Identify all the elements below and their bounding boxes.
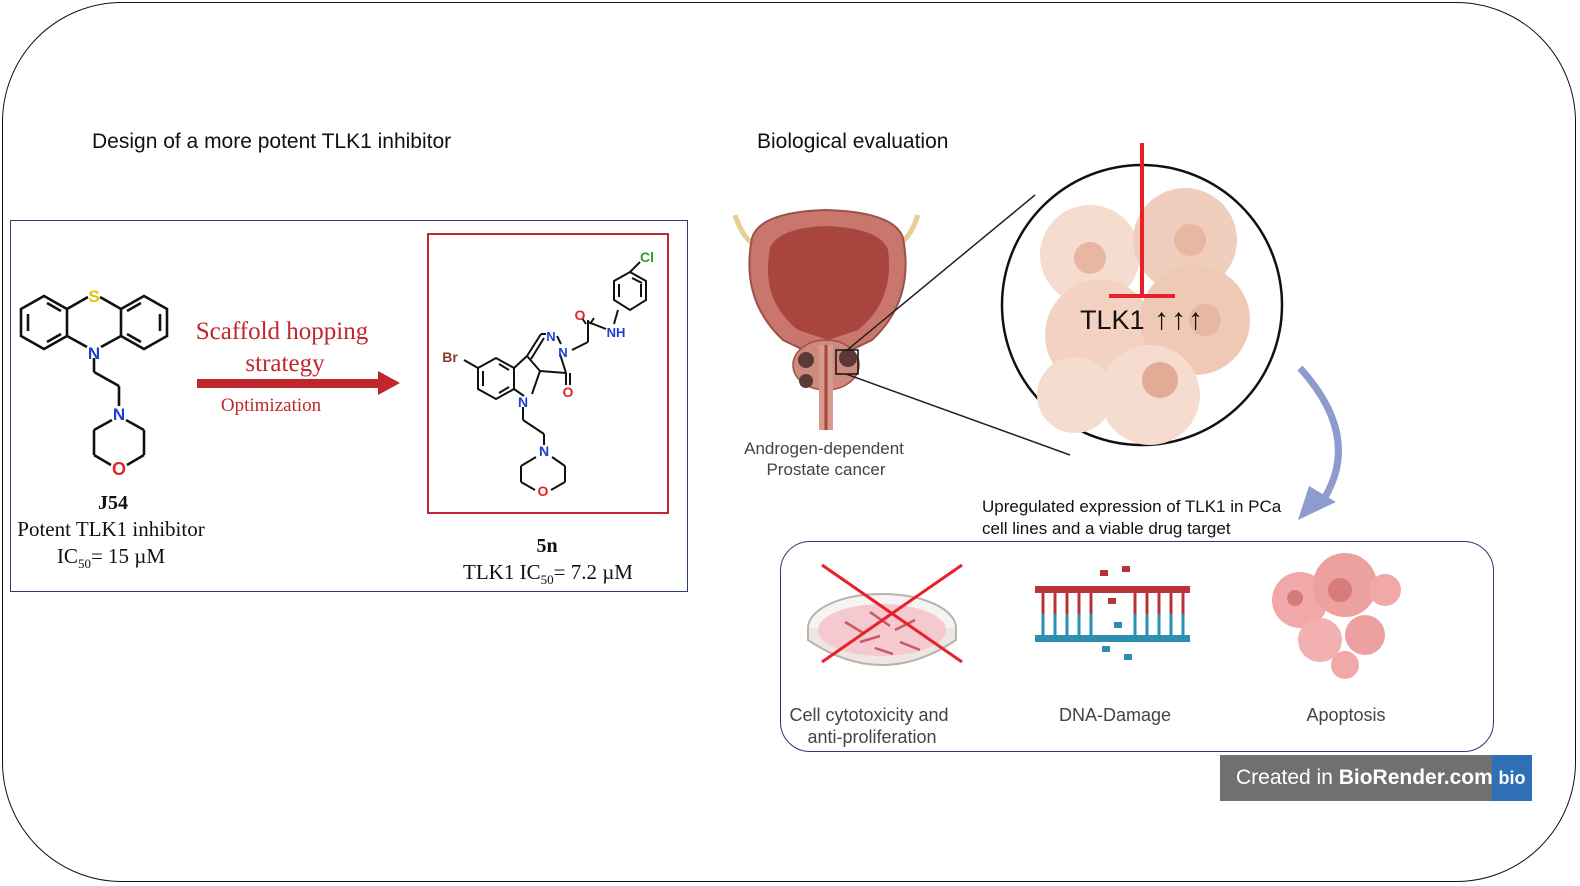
- tlk1-target-label: TLK1: [1080, 305, 1145, 335]
- 5n-chlorine-atom: Cl: [640, 249, 654, 265]
- outcome-dna-damage: DNA-Damage: [1058, 705, 1172, 725]
- compound-j54-ic50: IC50= 15 µM: [56, 544, 166, 572]
- zoom-line-bottom: [845, 373, 1071, 456]
- left-section-title: Design of a more potent TLK1 inhibitor: [92, 130, 452, 153]
- upregulation-text-line2: cell lines and a viable drug target: [982, 519, 1231, 538]
- 5n-amide-nh: NH: [607, 325, 626, 340]
- watermark-brand: BioRender.com: [1338, 766, 1493, 789]
- upregulation-text-line1: Upregulated expression of TLK1 in PCa: [982, 497, 1282, 516]
- biorender-watermark: Created in BioRender.com bio: [1220, 755, 1532, 801]
- j54-morpholine-nitrogen: N: [113, 405, 125, 424]
- cancer-cell-cluster: [1000, 163, 1284, 447]
- outcome-cytotoxicity-line1: Cell cytotoxicity and: [789, 705, 949, 725]
- watermark-prefix: Created in: [1236, 766, 1339, 789]
- arrow-sublabel: Optimization: [220, 395, 322, 416]
- compound-5n-highlight-box: [427, 233, 669, 514]
- 5n-indole-nitrogen: N: [518, 394, 528, 410]
- petri-dish-icon: [807, 563, 963, 666]
- j54-structure: [19, 294, 169, 467]
- j54-nitrogen-atom: N: [88, 344, 100, 363]
- j54-sulfur-atom: S: [88, 287, 99, 306]
- dna-damage-icon: [1035, 566, 1190, 660]
- apoptosis-icon: [1272, 553, 1401, 679]
- compound-5n-ic50: TLK1 IC50= 7.2 µM: [463, 560, 633, 588]
- design-panel: [10, 220, 688, 592]
- compound-5n-id: 5n: [536, 535, 558, 557]
- 5n-morpholine-nitrogen: N: [539, 443, 549, 459]
- compound-j54-id: J54: [98, 492, 128, 514]
- zoom-line-top: [845, 194, 1036, 352]
- prostate-illustration: [732, 208, 921, 430]
- outcomes-panel: [780, 541, 1494, 752]
- right-section-title: Biological evaluation: [757, 130, 949, 153]
- inhibition-marker: [1109, 143, 1175, 298]
- 5n-bromine-atom: Br: [442, 349, 458, 365]
- arrow-label-line2: strategy: [245, 350, 325, 377]
- 5n-pyridazine-n1: N: [546, 329, 555, 344]
- biorender-logo: bio: [1492, 755, 1532, 801]
- compound-5n-structure: [463, 261, 647, 491]
- arrow-label-line1: Scaffold hopping: [195, 318, 369, 345]
- prostate-label-line2: Prostate cancer: [766, 460, 886, 479]
- outcome-cytotoxicity-line2: anti-proliferation: [807, 727, 937, 747]
- j54-morpholine-oxygen: O: [112, 459, 126, 479]
- curved-arrow: [1297, 365, 1342, 520]
- 5n-pyridazine-n2: N: [558, 345, 567, 360]
- outcome-apoptosis: Apoptosis: [1306, 705, 1386, 725]
- compound-j54-description: Potent TLK1 inhibitor: [17, 517, 205, 541]
- prostate-label-line1: Androgen-dependent: [744, 439, 904, 458]
- tlk1-upregulation-arrows: ↑↑↑: [1154, 303, 1205, 336]
- 5n-morpholine-oxygen: O: [538, 483, 549, 499]
- optimization-arrow: [197, 371, 400, 395]
- 5n-amide-oxygen: O: [575, 307, 586, 323]
- 5n-carbonyl-oxygen: O: [563, 384, 574, 400]
